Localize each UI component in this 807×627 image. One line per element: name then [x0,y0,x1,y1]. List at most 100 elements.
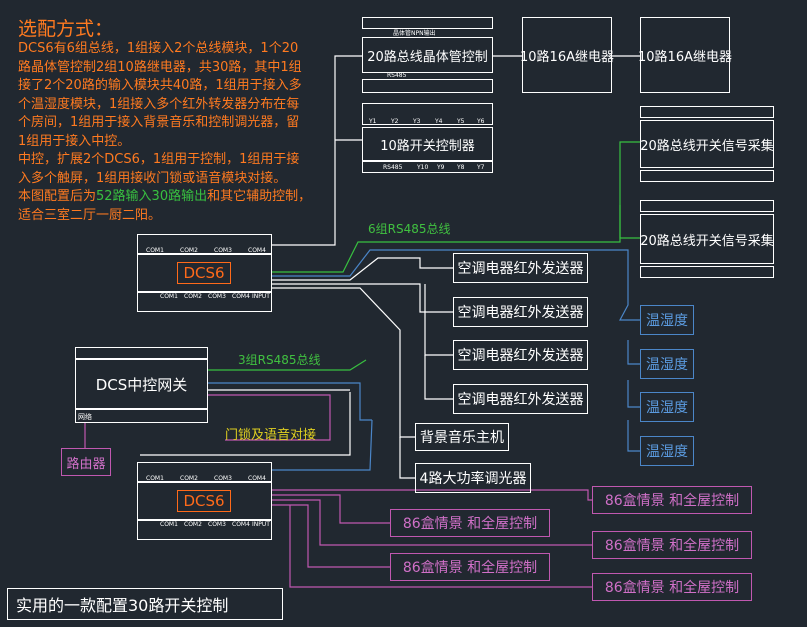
gateway-top-terminals [75,347,208,359]
router: 路由器 [61,448,111,476]
dcs6-top-body [137,254,272,292]
notes-body: DCS6有6组总线，1组接入2个总线模块，1个20 路晶体管控制2组10路继电器… [18,40,311,225]
dcs6-top-com1: COM1 [146,247,164,254]
transistor-bottom-terminals: RS485 [362,72,493,93]
ir-sender-4: 空调电器红外发送器 [453,384,588,414]
switch-bottom-terminals: RS485 Y10 Y9 Y8 Y7 [362,161,493,173]
temp-humidity-1: 温湿度 [640,305,694,335]
note-post: 和其它辅助控制， [207,189,312,204]
switch-bus-label: RS485 [383,164,403,171]
switch-y8: Y8 [457,164,465,171]
door-lock-label: 门锁及语音对接 [225,428,317,443]
notes-heading: 选配方式： [18,18,114,40]
note-line-4: 个温湿度模块，1组接入多个红外转发器分布在每 [18,96,300,112]
dcs6-top-lower-terminals: COM1 COM2 COM3 COM4 INPUT [137,292,272,312]
switch-controller: Y1 Y2 Y3 Y4 Y5 Y6 10路开关控制器 RS485 Y10 Y9 … [362,103,493,173]
switch-y7: Y7 [477,164,485,171]
dcs6-top-com3: COM3 [214,247,232,254]
relay-16a-2: 10路16A继电器 [638,17,732,93]
ir-sender-3: 空调电器红外发送器 [453,340,588,370]
gateway-title: DCS中控网关 [75,359,208,409]
note-line-1: DCS6有6组总线，1组接入2个总线模块，1个20 [18,41,299,56]
dcs6-bottom-lcom1: COM1 [160,521,178,528]
note-line-2: 路晶体管控制2组10路继电器，共30路，其中1组 [18,59,302,75]
bus3-label: 3组RS485总线 [238,353,321,367]
switch-y9: Y9 [437,164,445,171]
note-line-6: 1组用于接入中控。 [18,133,131,149]
scene-panel-4: 86盒情景 和全屋控制 [390,553,550,581]
dcs6-bottom-com4: COM4 [248,475,266,482]
dcs6-bottom-lcom2: COM2 [184,521,202,528]
temp-humidity-2: 温湿度 [640,349,694,379]
dcs6-bottom-lower-terminals: COM1 COM2 COM3 COM4 INPUT [137,520,272,540]
gateway-bottom-terminals: 网络 [75,409,208,423]
switch-y4: Y4 [435,118,443,125]
gateway: DCS中控网关 网络 [75,347,208,423]
transistor-bus-label: RS485 [387,72,407,79]
switch-y2: Y2 [391,118,399,125]
input-2-title: 20路总线开关信号采集 [640,214,774,264]
input-1-title: 20路总线开关信号采集 [640,120,774,168]
input-1-top-terminals [640,106,774,118]
scene-panel-2: 86盒情景 和全屋控制 [390,509,550,537]
dcs6-bottom-upper-terminals: COM1 COM2 COM3 COM4 [137,462,272,482]
switch-title: 10路开关控制器 [362,127,493,161]
temp-humidity-3: 温湿度 [640,392,694,422]
dcs6-top-input: INPUT [252,293,270,300]
dcs6-bottom-com1: COM1 [146,475,164,482]
relay-16a-1: 10路16A继电器 [520,17,614,93]
switch-y6: Y6 [477,118,485,125]
bus6-label: 6组RS485总线 [368,222,451,236]
gateway-port: 网络 [78,413,92,421]
dcs6-bottom-lcom3: COM3 [208,521,226,528]
temp-humidity-4: 温湿度 [640,436,694,466]
scene-panel-5: 86盒情景 和全屋控制 [592,573,752,601]
note-line-5: 个房间，1组用于接入背景音乐和控制调光器，留 [18,115,300,130]
input-2-bottom-terminals [640,266,774,278]
switch-y10: Y10 [417,164,429,171]
dcs6-bottom-com3: COM3 [214,475,232,482]
switch-y3: Y3 [413,118,421,125]
note-line-7: 中控，扩展2个DCS6，1组用于控制，1组用于接 [18,152,300,167]
note-line-8: 入多个触屏，1组用接收门锁或语音模块对接。 [18,170,287,186]
scene-panel-3: 86盒情景 和全屋控制 [592,531,752,559]
dcs6-bottom-input: INPUT [252,521,270,528]
dcs6-top-upper-terminals: COM1 COM2 COM3 COM4 [137,234,272,254]
page-title: 实用的一款配置30路开关控制 [7,588,283,620]
dcs6-bottom-name: DCS6 [177,490,231,512]
dcs6-top: COM1 COM2 COM3 COM4 DCS6 COM1 COM2 COM3 … [137,234,272,312]
dcs6-top-lcom1: COM1 [160,293,178,300]
note-line-3: 接了2个20路的输入模块共40路，1组用于接入多 [18,78,302,93]
dcs6-top-lcom4: COM4 [232,293,250,300]
ir-sender-2: 空调电器红外发送器 [453,297,588,327]
dcs6-top-lcom2: COM2 [184,293,202,300]
switch-y5: Y5 [457,118,465,125]
dcs6-bottom-lcom4: COM4 [232,521,250,528]
dcs6-top-name: DCS6 [177,262,231,284]
transistor-top-terminals: 晶体管NPN输出 [362,17,493,37]
note-line-10: 适合三室二厅一厨二阳。 [18,207,162,223]
dimmer-module: 4路大功率调光器 [415,463,531,493]
dcs6-top-com4: COM4 [248,247,266,254]
input-1-bottom-terminals [640,170,774,182]
transistor-title: 20路总线晶体管控制 [362,37,493,73]
dcs6-bottom-com2: COM2 [180,475,198,482]
switch-top-terminals: Y1 Y2 Y3 Y4 Y5 Y6 [362,103,493,125]
input-2-top-terminals [640,200,774,212]
input-module-1: 20路总线开关信号采集 [640,106,774,182]
background-music-host: 背景音乐主机 [415,423,509,451]
ir-sender-1: 空调电器红外发送器 [453,253,588,283]
input-module-2: 20路总线开关信号采集 [640,200,774,278]
transistor-header: 晶体管NPN输出 [393,30,436,37]
note-line-9: 本图配置后为52路输入30路输出和其它辅助控制， [18,188,311,207]
switch-y1: Y1 [369,118,377,125]
note-highlight: 52路输入30路输出 [96,189,208,204]
dcs6-bottom-body [137,482,272,520]
transistor-module: 晶体管NPN输出 20路总线晶体管控制 RS485 [362,17,493,93]
dcs6-top-com2: COM2 [180,247,198,254]
dcs6-top-lcom3: COM3 [208,293,226,300]
scene-panel-1: 86盒情景 和全屋控制 [592,486,752,514]
dcs6-bottom: COM1 COM2 COM3 COM4 DCS6 COM1 COM2 COM3 … [137,462,272,540]
note-pre: 本图配置后为 [18,189,97,204]
